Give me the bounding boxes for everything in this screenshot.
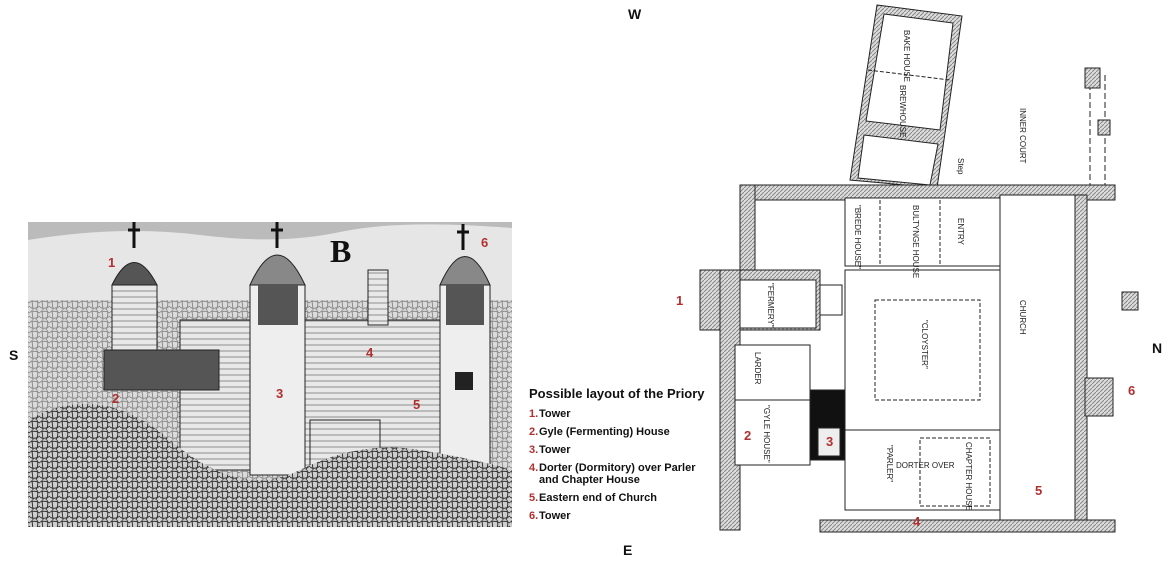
compass-east: E (623, 542, 633, 558)
plan-marker-5: 5 (1035, 483, 1042, 498)
plan-marker-3: 3 (826, 434, 833, 449)
label-gyle-house: "GYLE HOUSE" (762, 405, 771, 463)
compass-south: S (9, 347, 19, 363)
sketch-marker-6: 6 (481, 235, 488, 250)
legend-item: 2.Gyle (Fermenting) House (529, 426, 705, 438)
label-step: Step (956, 158, 965, 175)
legend-item: 6.Tower (529, 510, 705, 522)
sketch-gyle-house (103, 349, 220, 391)
sketch-marker-2: 2 (112, 391, 119, 406)
sketch-letter-b: B (330, 233, 351, 269)
plan-marker-2: 2 (744, 428, 751, 443)
plan-marker-1: 1 (676, 293, 683, 308)
legend-label: Tower (539, 408, 571, 420)
legend-num: 4. (529, 462, 539, 474)
label-larder: LARDER (753, 352, 762, 385)
label-church: CHURCH (1018, 300, 1027, 335)
legend-item: 3.Tower (529, 444, 705, 456)
priory-sketch: B 1 2 3 4 5 6 (28, 222, 512, 527)
legend-label: Eastern end of Church (539, 492, 657, 504)
legend-item: 4.Dorter (Dormitory) over Parler and Cha… (529, 462, 699, 486)
label-entry: ENTRY (956, 218, 965, 246)
legend-num: 2. (529, 426, 539, 438)
label-cloyster: "CLOYSTER" (920, 320, 929, 369)
legend-item: 1.Tower (529, 408, 705, 420)
legend-item: 5.Eastern end of Church (529, 492, 705, 504)
legend-num: 1. (529, 408, 539, 420)
label-bultynge-house: BULTYNGE HOUSE (911, 205, 920, 278)
label-dorter-over: DORTER OVER (896, 461, 955, 470)
sketch-marker-1: 1 (108, 255, 115, 270)
legend-title: Possible layout of the Priory (529, 386, 705, 401)
label-brewhouse: BREWHOUSE (898, 85, 907, 137)
label-fermery: "FERMERY" (766, 283, 775, 328)
legend: Possible layout of the Priory 1.Tower 2.… (529, 386, 705, 528)
legend-label: Tower (539, 510, 571, 522)
legend-label: Gyle (Fermenting) House (539, 426, 670, 438)
legend-num: 6. (529, 510, 539, 522)
priory-floor-plan (699, 4, 1139, 533)
sketch-marker-5: 5 (413, 397, 420, 412)
compass-north: N (1152, 340, 1163, 356)
label-chapter-house: CHAPTER HOUSE (964, 442, 973, 511)
plan-marker-6: 6 (1128, 383, 1135, 398)
label-parler: "PARLER" (885, 445, 894, 482)
compass-west: W (628, 6, 642, 22)
plan-labels: BAKE HOUSE BREWHOUSE INNER COURT Step "B… (676, 30, 1135, 529)
legend-num: 3. (529, 444, 539, 456)
sketch-tower-3 (249, 222, 306, 476)
legend-label: Tower (539, 444, 571, 456)
sketch-tower-6 (439, 224, 491, 476)
sketch-marker-3: 3 (276, 386, 283, 401)
plan-marker-4: 4 (913, 514, 921, 529)
label-inner-court: INNER COURT (1018, 108, 1027, 164)
sketch-tower-1 (111, 222, 158, 356)
legend-num: 5. (529, 492, 539, 504)
legend-label: Dorter (Dormitory) over Parler and Chapt… (539, 462, 696, 486)
sketch-marker-4: 4 (366, 345, 374, 360)
label-bakehouse: BAKE HOUSE (902, 30, 911, 82)
label-brede-house: "BREDE HOUSE" (853, 205, 862, 269)
